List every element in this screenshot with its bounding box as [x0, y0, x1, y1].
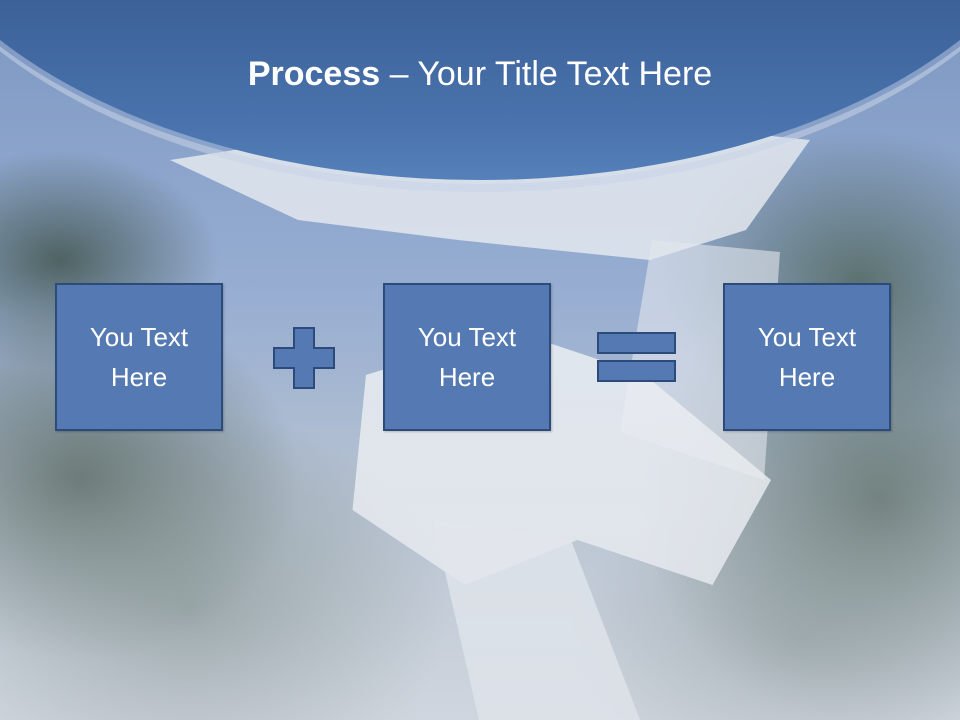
header-arc [0, 0, 960, 192]
process-box-3[interactable]: You Text Here [723, 283, 891, 431]
equals-icon [596, 331, 678, 385]
process-box-2[interactable]: You Text Here [383, 283, 551, 431]
process-box-label: You Text Here [417, 322, 517, 392]
process-box-label: You Text Here [89, 322, 189, 392]
slide-title[interactable]: Process – Your Title Text Here [0, 52, 960, 96]
process-box-label: You Text Here [757, 322, 857, 392]
process-box-1[interactable]: You Text Here [55, 283, 223, 431]
plus-icon [272, 326, 336, 390]
title-rest: – Your Title Text Here [380, 55, 713, 93]
title-bold: Process [247, 55, 381, 93]
